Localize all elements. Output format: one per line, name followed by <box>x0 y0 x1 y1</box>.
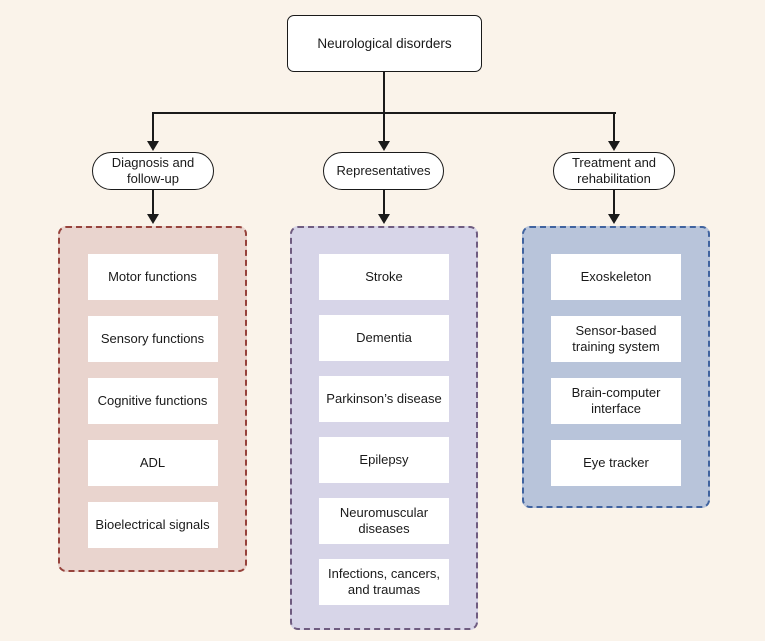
connector-branch-right-drop <box>613 112 615 142</box>
arrow-down-icon <box>147 214 159 224</box>
item-label: Sensory functions <box>100 330 205 346</box>
item-label: Sensor-based training system <box>572 322 660 354</box>
item-label: Dementia <box>356 329 412 345</box>
item-box: Cognitive functions <box>87 378 218 424</box>
group-diagnosis: Motor functions Sensory functions Cognit… <box>58 226 247 572</box>
item-box: Neuromuscular diseases <box>319 498 449 544</box>
item-box: Brain-computer interface <box>551 378 681 424</box>
connector-branch-left-drop <box>152 112 154 142</box>
connector-root-stem <box>383 72 385 114</box>
item-box: Infections, cancers, and traumas <box>319 559 449 605</box>
branch-node-diagnosis: Diagnosis and follow-up <box>92 152 214 190</box>
item-box: Parkinson’s disease <box>319 376 449 422</box>
root-node-label: Neurological disorders <box>317 36 452 51</box>
item-label: ADL <box>139 454 166 470</box>
arrow-down-icon <box>378 141 390 151</box>
group-treatment: Exoskeleton Sensor-based training system… <box>522 226 710 508</box>
connector-pill-right-drop <box>613 190 615 215</box>
item-label: Parkinson’s disease <box>326 390 442 406</box>
item-box: Epilepsy <box>319 437 449 483</box>
item-label: Exoskeleton <box>580 268 652 284</box>
branch-node-treatment: Treatment and rehabilitation <box>553 152 675 190</box>
item-box: ADL <box>87 440 218 486</box>
item-box: Motor functions <box>87 254 218 300</box>
item-label: Infections, cancers, and traumas <box>328 565 440 597</box>
branch-node-label: Representatives <box>336 162 431 178</box>
connector-pill-mid-drop <box>383 190 385 215</box>
root-node: Neurological disorders <box>287 15 482 72</box>
item-label: Cognitive functions <box>97 392 208 408</box>
branch-node-label: Diagnosis and follow-up <box>111 154 195 186</box>
item-box: Bioelectrical signals <box>87 502 218 548</box>
item-box: Sensory functions <box>87 316 218 362</box>
item-box: Exoskeleton <box>551 254 681 300</box>
item-label: Eye tracker <box>583 454 649 470</box>
item-box: Sensor-based training system <box>551 316 681 362</box>
item-label: Bioelectrical signals <box>95 516 210 532</box>
arrow-down-icon <box>608 141 620 151</box>
item-label: Motor functions <box>108 268 197 284</box>
branch-node-representatives: Representatives <box>323 152 444 190</box>
connector-pill-left-drop <box>152 190 154 215</box>
item-box: Stroke <box>319 254 449 300</box>
arrow-down-icon <box>378 214 390 224</box>
item-label: Epilepsy <box>359 451 409 467</box>
item-label: Neuromuscular diseases <box>339 504 429 536</box>
branch-node-label: Treatment and rehabilitation <box>571 154 657 186</box>
item-label: Stroke <box>365 268 403 284</box>
item-box: Eye tracker <box>551 440 681 486</box>
item-label: Brain-computer interface <box>571 384 661 416</box>
group-representatives: Stroke Dementia Parkinson’s disease Epil… <box>290 226 478 630</box>
item-box: Dementia <box>319 315 449 361</box>
arrow-down-icon <box>608 214 620 224</box>
connector-branch-mid-drop <box>383 112 385 142</box>
arrow-down-icon <box>147 141 159 151</box>
